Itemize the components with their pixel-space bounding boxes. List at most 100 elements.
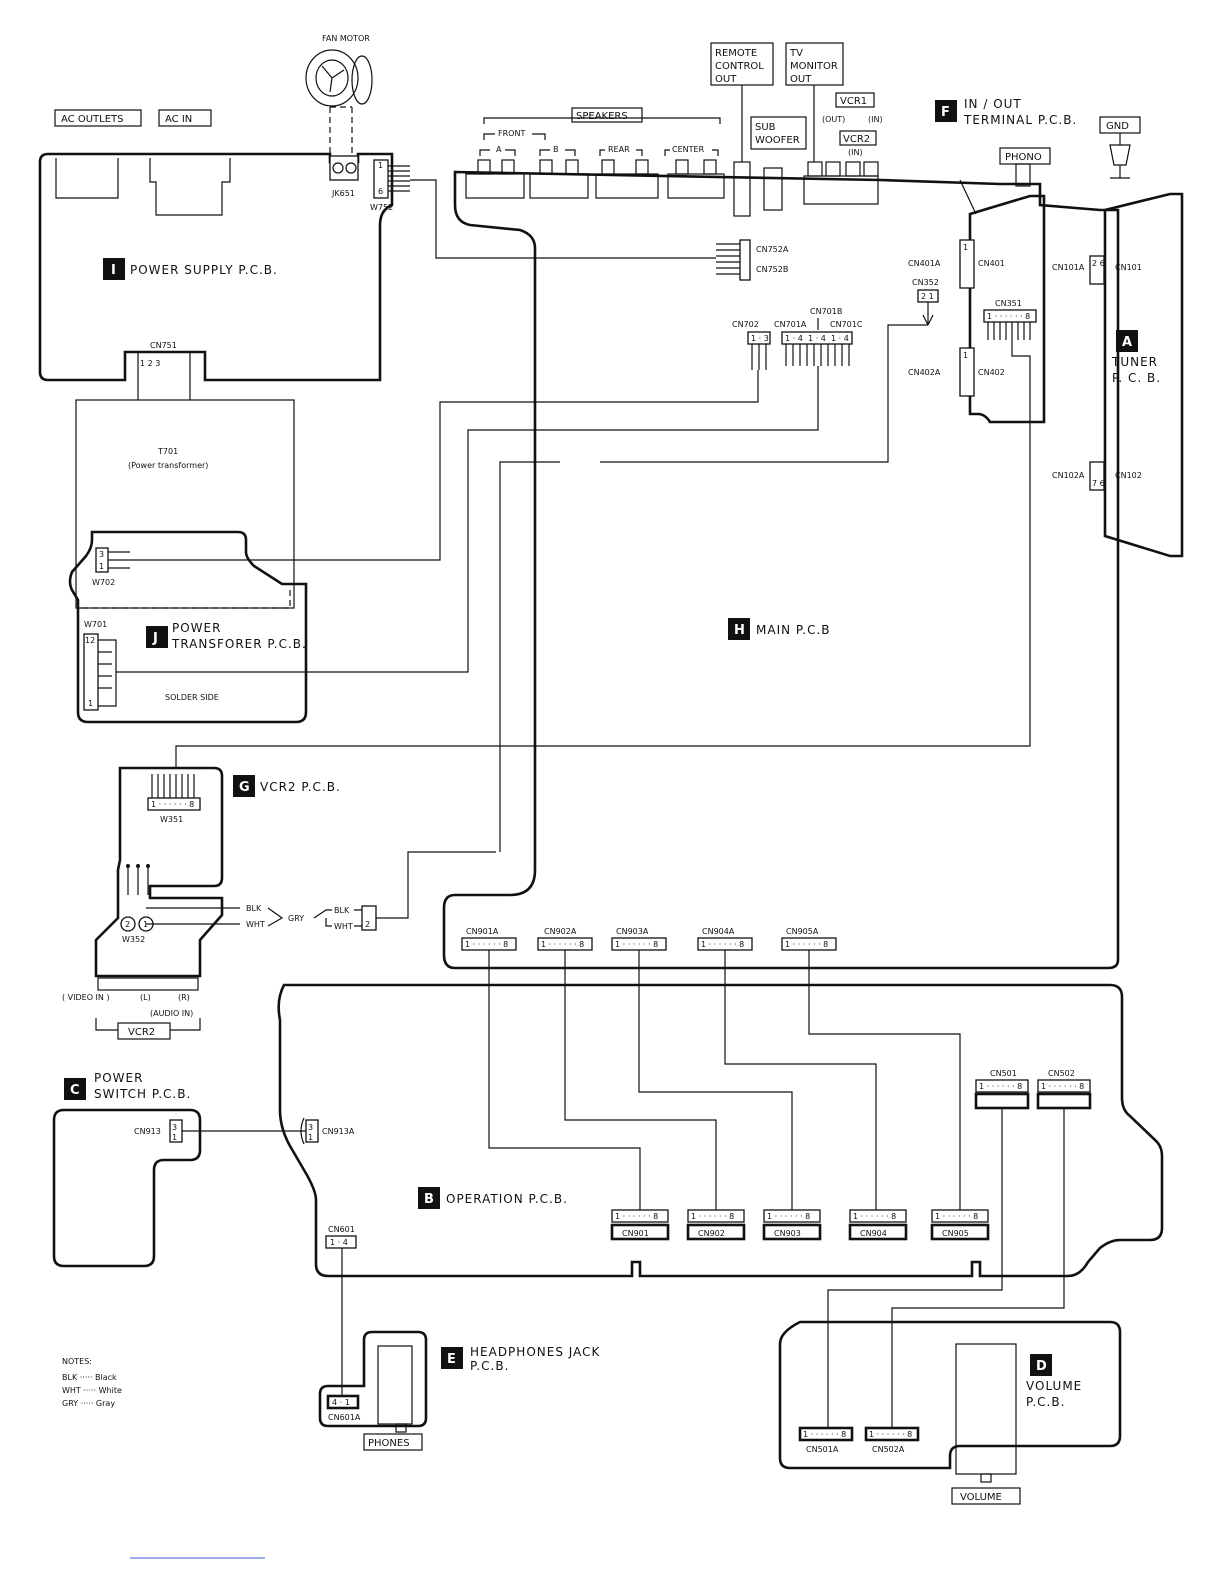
cn901-connector xyxy=(610,1223,670,1241)
cn752-connector xyxy=(739,239,751,281)
svg-text:H: H xyxy=(734,623,745,638)
svg-text:GND: GND xyxy=(1106,121,1129,132)
svg-text:1 2 3: 1 2 3 xyxy=(140,359,160,368)
svg-text:VCR1: VCR1 xyxy=(840,96,867,107)
jk651-connector xyxy=(329,155,359,181)
svg-text:I: I xyxy=(111,263,116,278)
svg-text:OUT: OUT xyxy=(790,74,812,85)
notes-legend: NOTES: BLK ····· Black WHT ····· White G… xyxy=(62,1357,122,1408)
svg-text:C: C xyxy=(70,1083,80,1098)
svg-text:1 · 4: 1 · 4 xyxy=(785,334,803,343)
headphones-jack-pcb-outline xyxy=(318,1330,428,1428)
svg-text:W752: W752 xyxy=(370,203,393,212)
svg-text:7 6: 7 6 xyxy=(1092,479,1105,488)
power-switch-pcb-outline xyxy=(52,1108,202,1268)
svg-text:AC OUTLETS: AC OUTLETS xyxy=(61,114,123,125)
svg-text:CENTER: CENTER xyxy=(672,145,705,154)
svg-text:CN102A: CN102A xyxy=(1052,471,1085,480)
svg-text:1 · · · · · · 8: 1 · · · · · · 8 xyxy=(691,1212,734,1221)
board-e-label: E HEADPHONES JACK P.C.B. xyxy=(441,1345,600,1373)
svg-text:1: 1 xyxy=(88,699,93,708)
svg-text:CN902: CN902 xyxy=(698,1229,725,1238)
svg-text:FRONT: FRONT xyxy=(498,129,525,138)
svg-text:VCR2: VCR2 xyxy=(128,1027,155,1038)
svg-text:1 · · · · · · 8: 1 · · · · · · 8 xyxy=(701,940,744,949)
svg-text:F: F xyxy=(941,105,950,120)
cn101-connector xyxy=(1089,255,1105,285)
wire-cn501 xyxy=(827,1108,1003,1430)
svg-text:CN501A: CN501A xyxy=(806,1445,839,1454)
tv-monitor-out-tag: TV MONITOR OUT xyxy=(785,42,844,162)
svg-text:1 · 4: 1 · 4 xyxy=(330,1238,348,1247)
svg-text:CN751: CN751 xyxy=(150,341,177,350)
board-d-label: D VOLUME P.C.B. xyxy=(1026,1354,1082,1409)
wire-w701-cn701 xyxy=(116,366,819,673)
phones-tag xyxy=(363,1433,423,1451)
wire-w752-cn752 xyxy=(410,179,716,259)
board-a-label: A TUNER P. C. B. xyxy=(1111,330,1160,385)
main-pcb-outline xyxy=(442,170,1120,970)
svg-text:(IN): (IN) xyxy=(848,148,863,157)
board-j-label: J POWER TRANSFORER P.C.B. xyxy=(146,621,306,651)
svg-text:WHT: WHT xyxy=(246,920,265,929)
svg-text:CN401: CN401 xyxy=(978,259,1005,268)
svg-text:T701: T701 xyxy=(157,447,178,456)
svg-text:BLK: BLK xyxy=(334,906,350,915)
svg-text:1 · 4: 1 · 4 xyxy=(808,334,826,343)
svg-text:(L): (L) xyxy=(140,993,151,1002)
board-g-label: G VCR2 P.C.B. xyxy=(233,775,340,797)
svg-text:CN905: CN905 xyxy=(942,1229,969,1238)
cn402-connector xyxy=(959,347,975,397)
wire-cn905 xyxy=(808,950,961,1210)
board-f-label: F IN / OUT TERMINAL P.C.B. xyxy=(935,97,1077,127)
svg-text:MAIN P.C.B: MAIN P.C.B xyxy=(756,623,831,637)
svg-text:CN351: CN351 xyxy=(995,299,1022,308)
tuner-pcb-outline xyxy=(1103,192,1184,558)
svg-text:WHT ····· White: WHT ····· White xyxy=(62,1386,122,1395)
volume-knob-body xyxy=(955,1343,1017,1475)
svg-text:W701: W701 xyxy=(84,620,107,629)
cn601a-connector xyxy=(326,1394,360,1410)
svg-text:VOLUME: VOLUME xyxy=(1026,1379,1082,1393)
svg-text:CN502: CN502 xyxy=(1048,1069,1075,1078)
svg-text:WOOFER: WOOFER xyxy=(755,135,800,146)
svg-text:1 · · · · · · 8: 1 · · · · · · 8 xyxy=(767,1212,810,1221)
ac-outlet-socket xyxy=(55,158,119,199)
svg-text:1 · 4: 1 · 4 xyxy=(831,334,849,343)
svg-text:1: 1 xyxy=(378,161,383,170)
svg-text:POWER SUPPLY P.C.B.: POWER SUPPLY P.C.B. xyxy=(130,263,278,277)
wire-cn352-vcr2 xyxy=(407,324,928,912)
svg-text:P.C.B.: P.C.B. xyxy=(1026,1395,1065,1409)
svg-text:CN904: CN904 xyxy=(860,1229,887,1238)
fan-motor-icon xyxy=(305,49,359,107)
svg-text:REAR: REAR xyxy=(608,145,630,154)
svg-text:1 · · · · · · 8: 1 · · · · · · 8 xyxy=(979,1082,1022,1091)
svg-text:PHONES: PHONES xyxy=(368,1438,410,1449)
vcr2-pcb-outline xyxy=(94,766,224,978)
svg-text:G: G xyxy=(239,780,250,795)
svg-text:1 · · · · · · 8: 1 · · · · · · 8 xyxy=(615,1212,658,1221)
svg-text:TERMINAL P.C.B.: TERMINAL P.C.B. xyxy=(963,113,1077,127)
svg-text:CN101A: CN101A xyxy=(1052,263,1085,272)
svg-text:CN102: CN102 xyxy=(1115,471,1142,480)
svg-text:HEADPHONES JACK: HEADPHONES JACK xyxy=(470,1345,600,1359)
svg-text:CN904A: CN904A xyxy=(702,927,735,936)
svg-text:CN701B: CN701B xyxy=(810,307,842,316)
svg-text:(R): (R) xyxy=(178,993,190,1002)
svg-text:IN / OUT: IN / OUT xyxy=(964,97,1022,111)
svg-text:CN752B: CN752B xyxy=(756,265,788,274)
board-c-label: C POWER SWITCH P.C.B. xyxy=(64,1071,190,1101)
svg-text:CN401A: CN401A xyxy=(908,259,941,268)
cn903-connector xyxy=(762,1223,822,1241)
w752-connector xyxy=(373,159,389,199)
svg-text:CN913A: CN913A xyxy=(322,1127,355,1136)
cn502-connector xyxy=(1036,1092,1092,1110)
svg-text:1: 1 xyxy=(308,1133,313,1142)
cn902-connector xyxy=(686,1223,746,1241)
svg-text:VOLUME: VOLUME xyxy=(960,1492,1002,1503)
volume-tag xyxy=(951,1487,1021,1505)
wire-cn903 xyxy=(638,950,793,1210)
svg-text:1: 1 xyxy=(963,243,968,252)
svg-text:POWER: POWER xyxy=(172,621,221,635)
